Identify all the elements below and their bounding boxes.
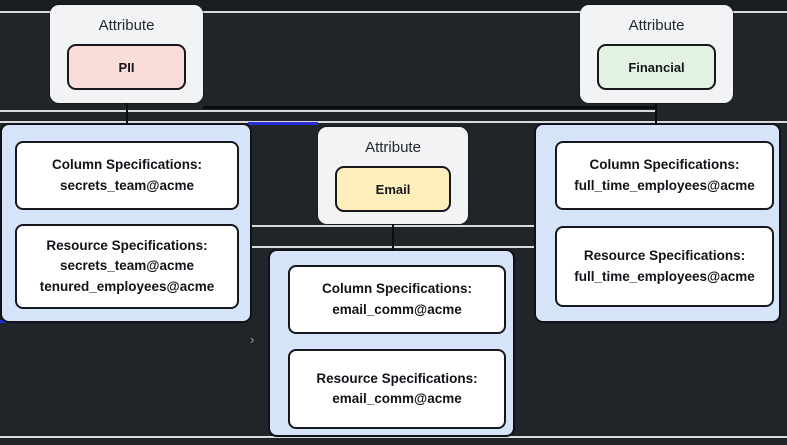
guide-line-bottom (0, 436, 787, 438)
spec-heading: Resource Specifications: (46, 238, 208, 254)
resource-spec-box-financial[interactable]: Resource Specifications: full_time_emplo… (555, 226, 774, 307)
guide-line-top (0, 11, 787, 13)
resource-spec-box-pii[interactable]: Resource Specifications: secrets_team@ac… (15, 224, 239, 309)
guide-line-upper (0, 110, 657, 112)
column-spec-box-email[interactable]: Column Specifications: email_comm@acme (288, 265, 506, 334)
cluster-email[interactable]: Column Specifications: email_comm@acme R… (268, 249, 515, 437)
attribute-node-email[interactable]: Attribute Email (318, 127, 468, 224)
cluster-financial[interactable]: Column Specifications: full_time_employe… (534, 123, 781, 323)
attribute-node-title: Attribute (628, 17, 685, 34)
spec-heading: Column Specifications: (51, 157, 203, 173)
edge-selected-segment-top[interactable] (248, 122, 318, 125)
edge-email-to-cluster (392, 224, 394, 250)
chevron-right-icon: › (250, 332, 255, 347)
attribute-pill-financial[interactable]: Financial (597, 44, 716, 90)
resource-spec-box-email[interactable]: Resource Specifications: email_comm@acme (288, 349, 506, 429)
spec-value: full_time_employees@acme (574, 177, 755, 193)
edge-horizontal-black (203, 106, 657, 109)
attribute-node-title: Attribute (365, 139, 421, 156)
edge-financial-to-cluster (655, 103, 657, 123)
spec-value: full_time_employees@acme (574, 268, 755, 284)
guide-line-cluster-top (0, 121, 787, 123)
column-spec-box-pii[interactable]: Column Specifications: secrets_team@acme (15, 141, 239, 210)
spec-heading: Resource Specifications: (583, 248, 746, 264)
attribute-pill-pii[interactable]: PII (67, 44, 186, 90)
spec-heading: Column Specifications: (321, 281, 473, 297)
attribute-node-financial[interactable]: Attribute Financial (580, 5, 733, 103)
cluster-pii[interactable]: Column Specifications: secrets_team@acme… (0, 123, 252, 323)
spec-value: tenured_employees@acme (39, 278, 215, 294)
spec-heading: Column Specifications: (589, 157, 740, 173)
spec-value: secrets_team@acme (59, 177, 194, 193)
attribute-node-title: Attribute (98, 17, 155, 34)
attribute-node-pii[interactable]: Attribute PII (50, 5, 203, 103)
canvas-top-strip (0, 0, 787, 11)
attribute-pill-email[interactable]: Email (335, 166, 451, 212)
spec-value: secrets_team@acme (59, 258, 194, 274)
spec-value: email_comm@acme (332, 301, 462, 317)
spec-value: email_comm@acme (332, 391, 462, 406)
column-spec-box-financial[interactable]: Column Specifications: full_time_employe… (555, 141, 774, 210)
spec-heading: Resource Specifications: (316, 370, 478, 386)
edge-pii-to-cluster (126, 103, 128, 123)
